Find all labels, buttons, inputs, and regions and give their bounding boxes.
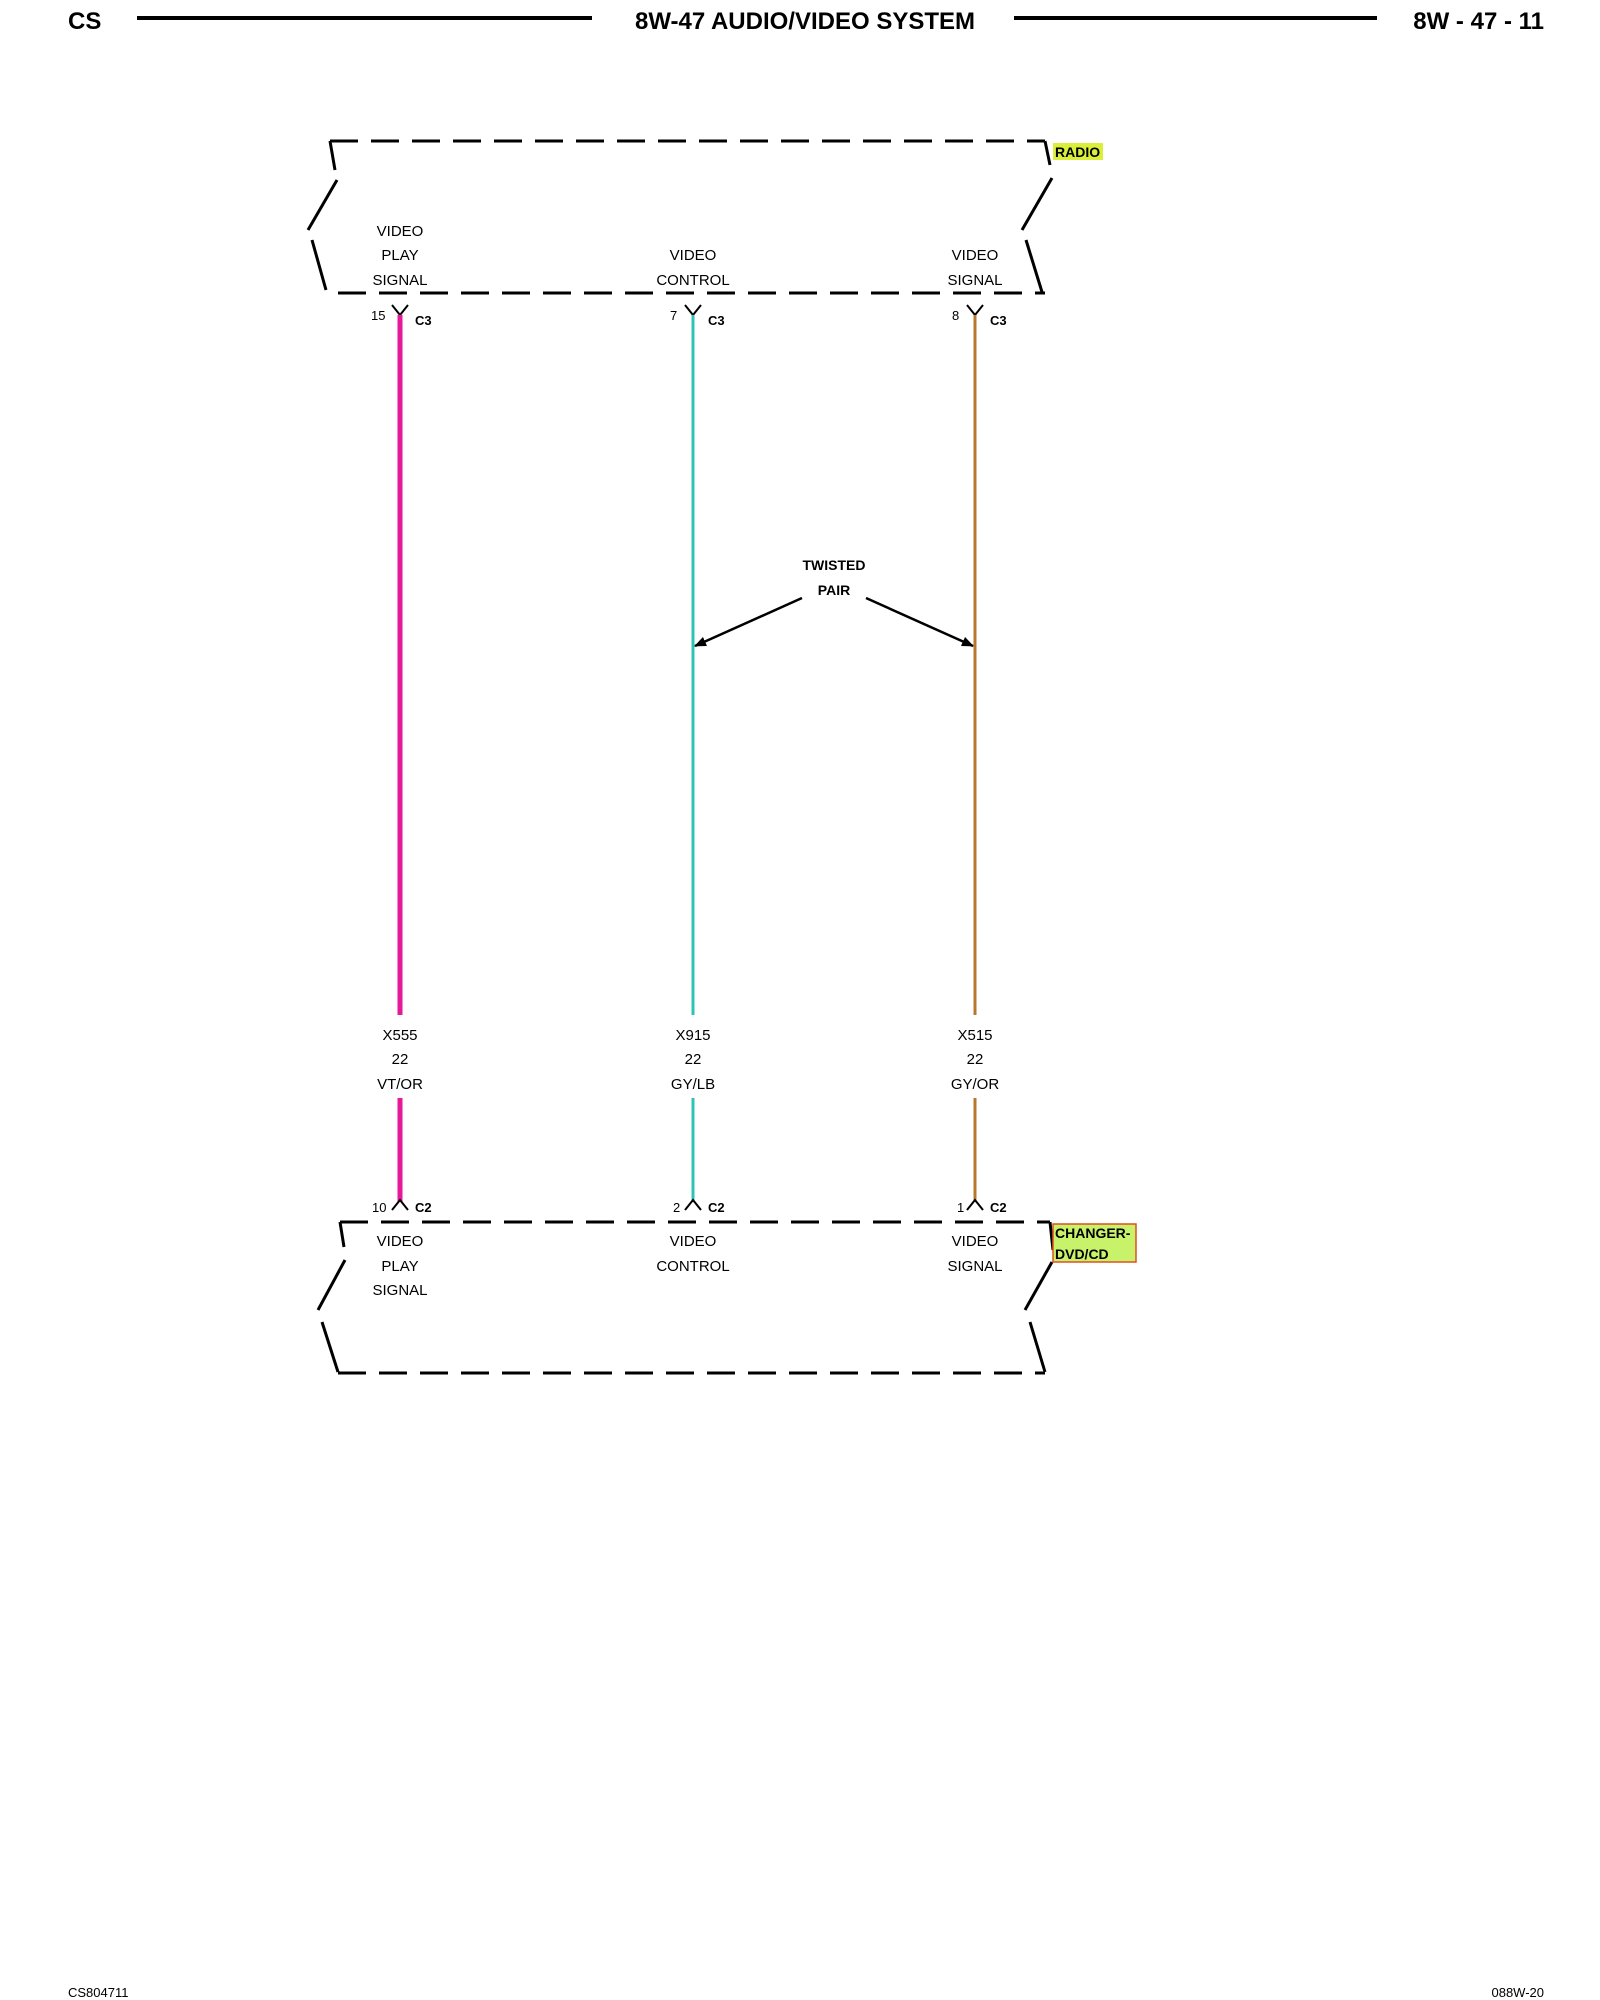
radio-pin-number: 8 bbox=[952, 308, 959, 323]
radio-pin-label-line: SIGNAL bbox=[372, 272, 427, 289]
page-number: 8W - 47 - 11 bbox=[1413, 8, 1544, 35]
twisted-pair-label: PAIR bbox=[818, 582, 850, 598]
twisted-pair-arrow bbox=[694, 596, 803, 648]
radio-left-break bbox=[306, 179, 339, 231]
connector-symbol bbox=[391, 1198, 409, 1211]
wire-gauge: 22 bbox=[685, 1051, 702, 1068]
radio-left-break bbox=[328, 140, 337, 171]
page-title: 8W-47 AUDIO/VIDEO SYSTEM bbox=[634, 8, 976, 35]
radio-connector-id: C3 bbox=[415, 313, 432, 328]
wire-circuit: X515 bbox=[957, 1027, 992, 1044]
changer-pin-label-line: CONTROL bbox=[656, 1258, 729, 1275]
connector-symbol bbox=[966, 1198, 984, 1211]
changer-left-break bbox=[320, 1321, 340, 1373]
header-rule-left bbox=[137, 16, 592, 20]
changer-pin-label-line: SIGNAL bbox=[372, 1282, 427, 1299]
changer-pin-label-line: VIDEO bbox=[670, 1233, 717, 1250]
radio-left-break bbox=[310, 239, 328, 291]
radio-right-break bbox=[1020, 177, 1054, 231]
connector-symbol bbox=[684, 1198, 702, 1211]
changer-left-break bbox=[316, 1259, 347, 1311]
wire-color-code: VT/OR bbox=[377, 1076, 423, 1093]
wire-gauge: 22 bbox=[967, 1051, 984, 1068]
changer-pin-label-line: VIDEO bbox=[952, 1233, 999, 1250]
radio-pin-labels: VIDEO PLAY SIGNAL VIDEO CONTROL VIDEO SI… bbox=[372, 223, 1002, 289]
changer-pin-number: 1 bbox=[957, 1200, 964, 1215]
figure-id: CS804711 bbox=[68, 1985, 129, 2000]
radio-label-highlight bbox=[1053, 143, 1103, 160]
wire-circuit: X915 bbox=[675, 1027, 710, 1044]
changer-pin-labels: VIDEO PLAY SIGNAL VIDEO CONTROL VIDEO SI… bbox=[372, 1233, 1002, 1299]
twisted-pair-annotation: TWISTED PAIR bbox=[694, 557, 974, 648]
radio-connectors bbox=[391, 304, 984, 317]
changer-pin-number: 10 bbox=[372, 1200, 386, 1215]
radio-right-break bbox=[1043, 140, 1052, 166]
connector-symbol bbox=[684, 304, 702, 317]
radio-pin-number: 7 bbox=[670, 308, 677, 323]
wire-circuit: X555 bbox=[382, 1027, 417, 1044]
changer-label-highlight bbox=[1052, 1223, 1137, 1263]
radio-label: RADIO bbox=[1055, 144, 1100, 160]
wire-color-code: GY/LB bbox=[671, 1076, 715, 1093]
radio-pin-label-line: CONTROL bbox=[656, 272, 729, 289]
twisted-pair-label: TWISTED bbox=[803, 557, 866, 573]
changer-connector-id: C2 bbox=[990, 1200, 1007, 1215]
radio-component bbox=[306, 139, 1054, 295]
changer-connector-id: C2 bbox=[708, 1200, 725, 1215]
changer-connectors bbox=[391, 1198, 984, 1211]
changer-left-break bbox=[338, 1221, 346, 1248]
changer-label: DVD/CD bbox=[1055, 1246, 1109, 1262]
radio-pin-label-line: VIDEO bbox=[952, 247, 999, 264]
wire-color-code: GY/OR bbox=[951, 1076, 1000, 1093]
changer-pin-number: 2 bbox=[673, 1200, 680, 1215]
radio-pin-label-line: VIDEO bbox=[377, 223, 424, 240]
radio-pin-label-line: SIGNAL bbox=[947, 272, 1002, 289]
radio-connector-id: C3 bbox=[990, 313, 1007, 328]
changer-pin-label-line: PLAY bbox=[381, 1258, 418, 1275]
changer-right-break bbox=[1028, 1321, 1047, 1373]
changer-connector-id: C2 bbox=[415, 1200, 432, 1215]
header-section-code: CS bbox=[68, 8, 102, 35]
radio-pin-label-line: VIDEO bbox=[670, 247, 717, 264]
radio-pin-number: 15 bbox=[371, 308, 385, 323]
connector-symbol bbox=[966, 304, 984, 317]
connector-symbol bbox=[391, 304, 409, 317]
radio-right-break bbox=[1024, 239, 1044, 293]
changer-component bbox=[316, 1220, 1055, 1375]
radio-connector-id: C3 bbox=[708, 313, 725, 328]
wire-gauge: 22 bbox=[392, 1051, 409, 1068]
twisted-pair-arrow bbox=[865, 596, 974, 648]
changer-pin-label-line: VIDEO bbox=[377, 1233, 424, 1250]
header-rule-right bbox=[1014, 16, 1377, 20]
changer-pin-label-line: SIGNAL bbox=[947, 1258, 1002, 1275]
wire-labels: X555 22 VT/OR X915 22 GY/LB X515 22 GY/O… bbox=[377, 1027, 999, 1093]
radio-pin-label-line: PLAY bbox=[381, 247, 418, 264]
figure-ref: 088W-20 bbox=[1491, 1985, 1544, 2000]
changer-right-break bbox=[1023, 1261, 1054, 1311]
changer-label: CHANGER- bbox=[1055, 1225, 1131, 1241]
